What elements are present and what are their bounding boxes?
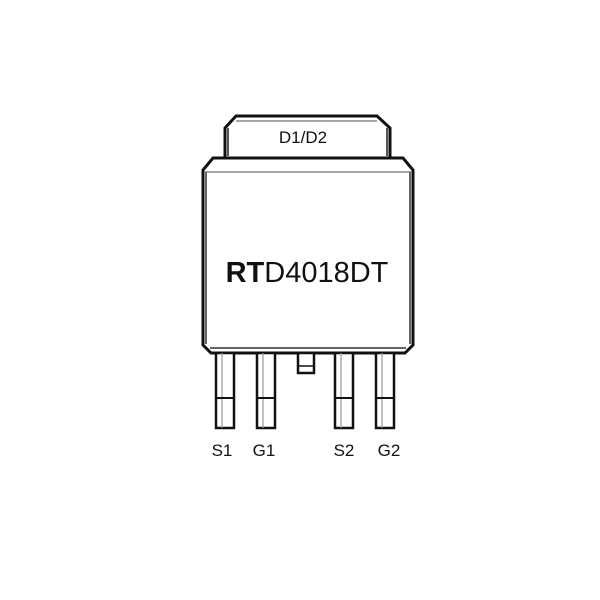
- lead-g2-body: [374, 351, 396, 430]
- pin-label-s2: S2: [334, 441, 355, 460]
- lead-s2-body: [333, 351, 355, 430]
- drain-tab: D1/D2: [223, 114, 392, 160]
- pin-label-g2: G2: [378, 441, 401, 460]
- lead-s1: [214, 351, 236, 430]
- pin-label-g1: G1: [253, 441, 276, 460]
- lead-s2: [333, 351, 355, 430]
- pin-label-s1: S1: [212, 441, 233, 460]
- center-stub-outline: [296, 351, 316, 375]
- lead-g1-body: [255, 351, 277, 430]
- pin-labels: S1 G1 S2 G2: [212, 441, 401, 460]
- lead-s1-body: [214, 351, 236, 430]
- lead-g1: [255, 351, 277, 430]
- package-body: RTD4018DT: [201, 156, 415, 355]
- part-number-suffix: D4018DT: [264, 257, 388, 289]
- leads: [214, 351, 396, 430]
- lead-g2: [374, 351, 396, 430]
- part-number: RTD4018DT: [226, 257, 389, 289]
- package-body-outline: [201, 156, 415, 355]
- tab-label: D1/D2: [279, 128, 327, 147]
- center-stub: [296, 351, 316, 375]
- part-number-prefix: RT: [226, 257, 265, 289]
